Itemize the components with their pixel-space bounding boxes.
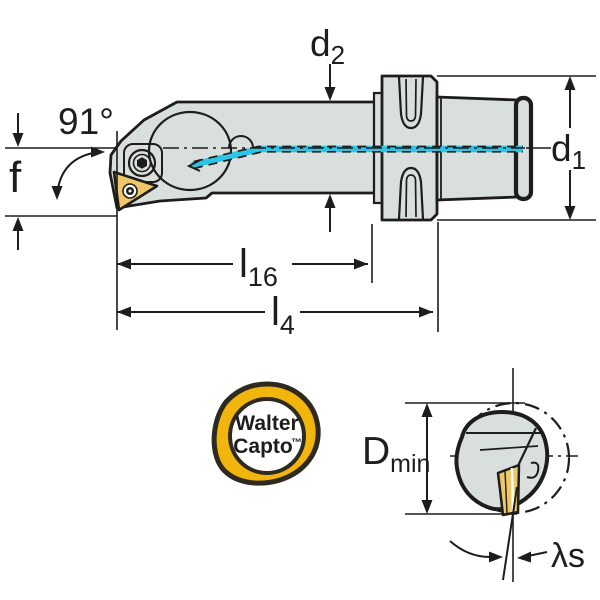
dimension-f: f xyxy=(5,113,117,250)
dimension-l16: l16 xyxy=(117,224,373,292)
endview-face-line xyxy=(479,445,539,451)
logo-line1: Walter xyxy=(235,412,298,435)
flange-slot-bottom xyxy=(397,166,425,220)
angle-label: 91° xyxy=(58,101,114,142)
d1-arrow-top xyxy=(564,76,576,90)
coolant-inlet-mark xyxy=(186,159,201,172)
dimension-d1: d1 xyxy=(437,75,596,221)
dmin-arrow-bottom xyxy=(421,500,433,514)
logo-inner-circle xyxy=(228,397,306,475)
insert-hole-center xyxy=(128,189,132,193)
d2-label: d2 xyxy=(310,23,345,70)
coolant-dash-top xyxy=(193,145,523,163)
lambda-leader-right xyxy=(527,551,548,557)
endview-clamp-hook xyxy=(526,461,540,479)
flange-slot-bottom-inner xyxy=(405,174,417,218)
endview-insert-edge xyxy=(504,470,508,514)
lambda-label: λs xyxy=(551,537,585,575)
coolant-line xyxy=(191,145,523,169)
angle-arrow-bottom xyxy=(51,186,63,200)
l4-arrow-right xyxy=(419,306,433,318)
l4-arrow-left xyxy=(117,306,131,318)
endview-insert-highlight xyxy=(510,467,515,513)
end-view: Dmin λs xyxy=(362,368,585,582)
d1-label: d1 xyxy=(551,128,586,175)
coolant-port-bump xyxy=(228,135,254,149)
coolant-channel xyxy=(186,145,523,172)
d1-arrow-bottom xyxy=(564,206,576,220)
angle-arc xyxy=(56,151,100,197)
dimension-d2: d2 xyxy=(310,23,345,232)
flange-slot-top-inner xyxy=(405,78,417,122)
endview-pocket-edge xyxy=(515,427,537,471)
dimension-lambda-s: λs xyxy=(449,486,585,581)
l16-label: l16 xyxy=(239,242,278,292)
dimension-dmin: Dmin xyxy=(362,402,525,515)
l16-arrow-right xyxy=(354,258,368,270)
endview-tool-body xyxy=(454,409,550,512)
clamp-screw-outer xyxy=(127,148,157,178)
l16-arrow-left xyxy=(117,258,131,270)
f-arrow-bottom xyxy=(12,217,24,231)
f-arrow-top xyxy=(12,133,24,147)
d2-arrow-bottom xyxy=(324,194,336,208)
f-label: f xyxy=(9,153,22,202)
clamp-screw-inner xyxy=(132,153,152,173)
walter-capto-logo: Walter Capto ™ xyxy=(211,381,321,486)
lambda-arc-left xyxy=(449,540,491,558)
lambda-arrow-left xyxy=(489,551,503,563)
l4-label: l4 xyxy=(271,290,295,340)
dimension-angle-91: 91° xyxy=(51,101,118,330)
flange-slot-top xyxy=(397,76,425,130)
dmin-label: Dmin xyxy=(362,430,430,478)
dimension-l4: l4 xyxy=(117,222,439,340)
d2-arrow-top xyxy=(324,87,336,101)
angle-arrow-top xyxy=(91,146,105,158)
lambda-arrow-right xyxy=(517,551,531,563)
logo-line2: Capto xyxy=(233,435,293,458)
coolant-dash-bottom xyxy=(193,150,523,170)
hex-socket-icon xyxy=(137,157,147,169)
dmin-arrow-top xyxy=(421,403,433,417)
logo-trademark: ™ xyxy=(291,437,302,449)
lambda-inclination-line xyxy=(502,486,518,581)
